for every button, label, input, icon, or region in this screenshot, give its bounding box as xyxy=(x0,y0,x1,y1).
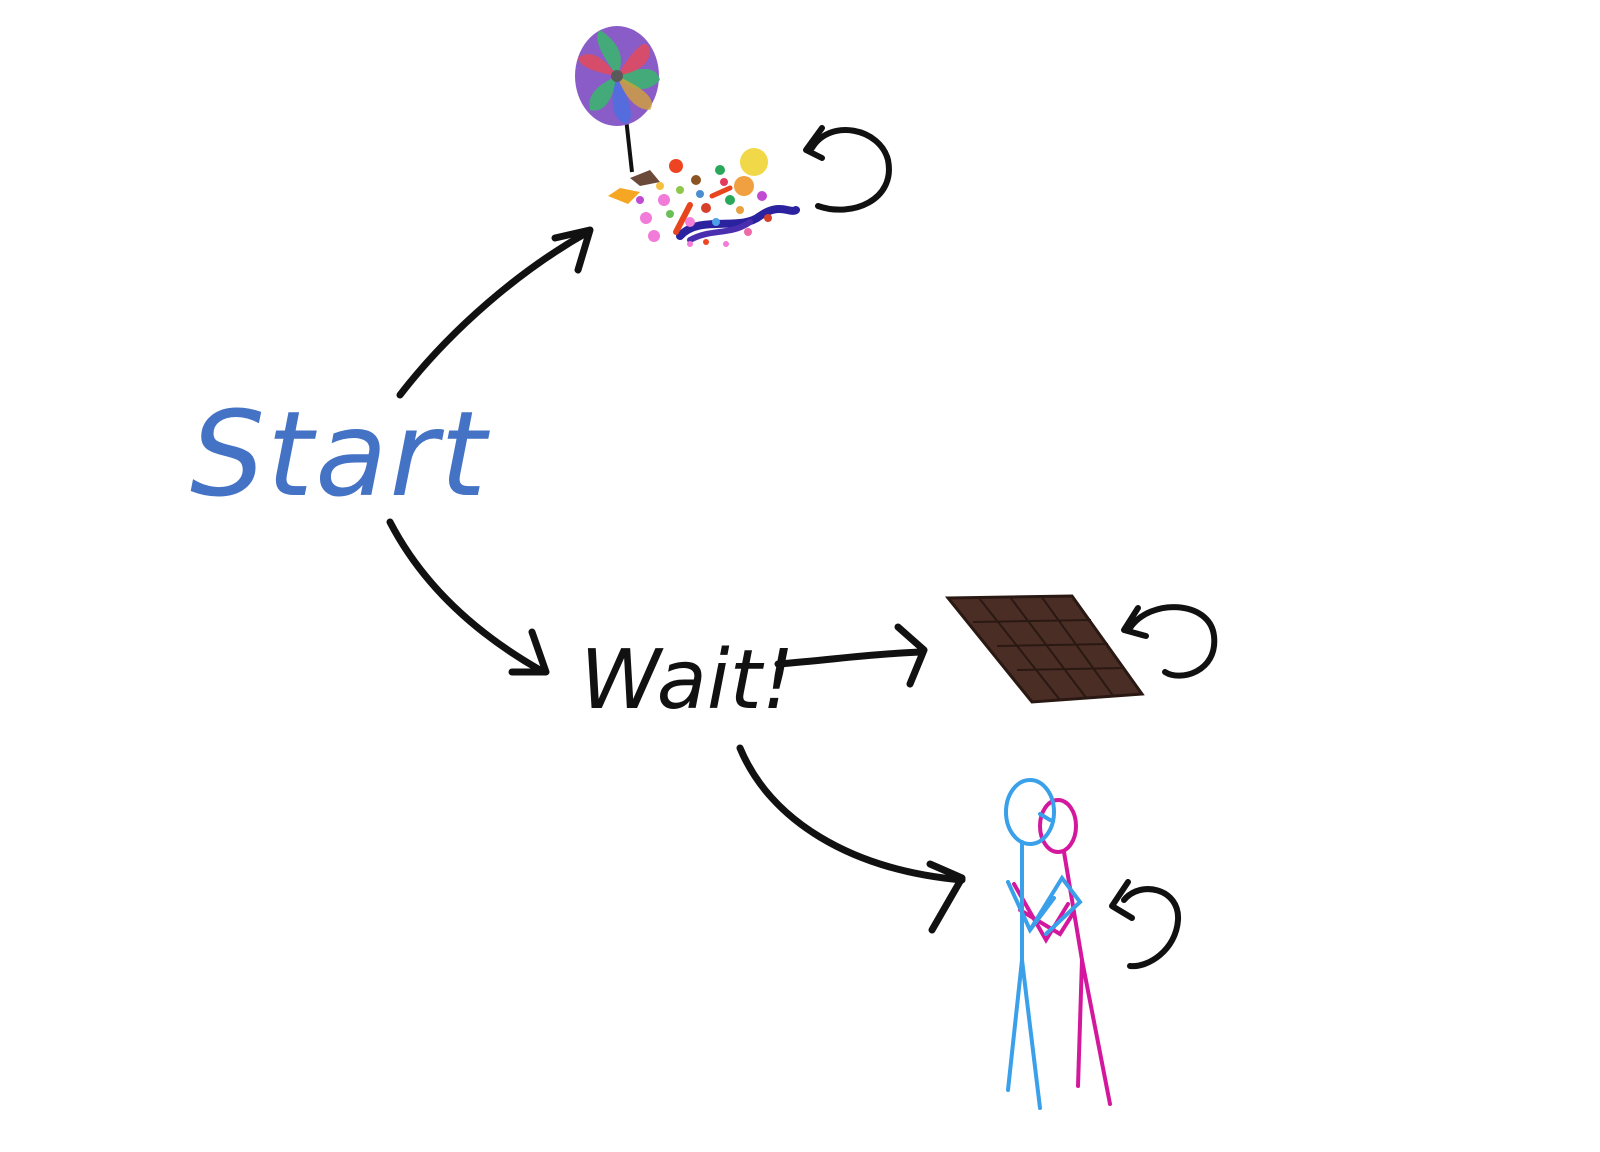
arrow-wait-to-chocolate xyxy=(774,623,928,688)
wait-node-label: Wait! xyxy=(580,633,795,728)
start-node-label: Start xyxy=(190,385,490,523)
arrow-wait-to-couple xyxy=(736,744,966,934)
chocolate-bar-icon xyxy=(944,594,1145,704)
self-loop-couple-arrowhead xyxy=(1109,879,1135,921)
blue-person-icon xyxy=(1004,778,1083,1110)
candy-pile-icon xyxy=(575,26,800,247)
self-loop-chocolate-arrowhead xyxy=(1121,605,1149,639)
self-loop-candy-icon xyxy=(809,127,892,213)
arrow-start-to-wait xyxy=(386,518,550,676)
arrow-start-to-candy xyxy=(396,226,594,399)
self-loop-couple-icon xyxy=(1121,886,1182,970)
hugging-couple-icon xyxy=(1004,778,1112,1110)
self-loop-chocolate-icon xyxy=(1127,604,1218,679)
self-loop-candy-arrowhead xyxy=(803,125,825,161)
